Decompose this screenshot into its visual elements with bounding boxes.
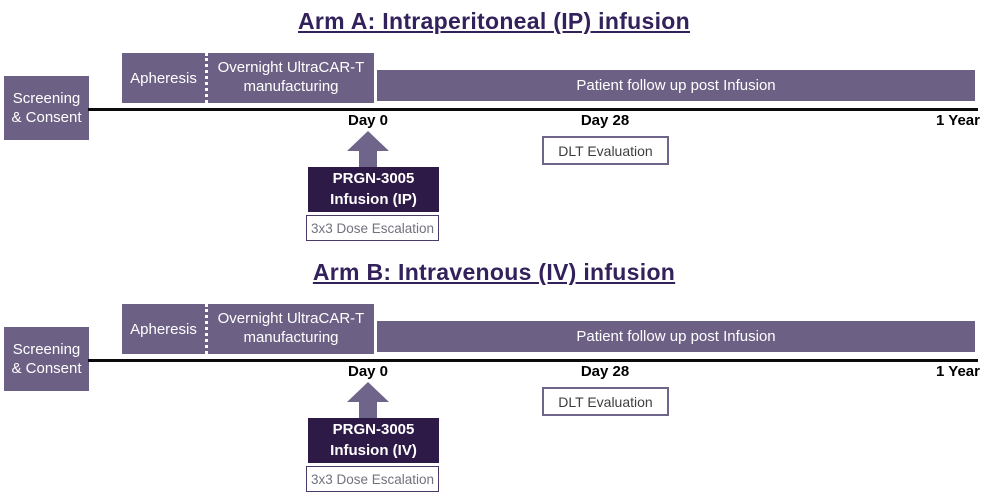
screening-consent-box: Screening & Consent <box>4 327 89 391</box>
one-year-label: 1 Year <box>936 363 980 380</box>
arm-a-section: Arm A: Intraperitoneal (IP) infusion Scr… <box>0 0 988 244</box>
apheresis-manufacturing-bar: Apheresis Overnight UltraCAR-T manufactu… <box>122 53 374 103</box>
dose-escalation-box: 3x3 Dose Escalation <box>306 215 439 241</box>
arm-b-title: Arm B: Intravenous (IV) infusion <box>312 259 676 285</box>
timeline-line <box>88 359 978 362</box>
apheresis-segment: Apheresis <box>130 320 197 338</box>
arm-a-title: Arm A: Intraperitoneal (IP) infusion <box>297 8 691 34</box>
arm-b-section: Arm B: Intravenous (IV) infusion Screeni… <box>0 251 988 495</box>
dlt-evaluation-box: DLT Evaluation <box>542 387 669 416</box>
followup-bar: Patient follow up post Infusion <box>377 321 975 352</box>
prgn-infusion-box: PRGN-3005 Infusion (IP) <box>308 167 439 212</box>
up-arrow-stem <box>359 401 377 419</box>
manufacturing-segment: Overnight UltraCAR-T manufacturing <box>205 53 374 103</box>
day28-label: Day 28 <box>580 112 630 129</box>
day28-label: Day 28 <box>580 363 630 380</box>
prgn-infusion-box: PRGN-3005 Infusion (IV) <box>308 418 439 463</box>
dlt-evaluation-box: DLT Evaluation <box>542 136 669 165</box>
day0-label: Day 0 <box>347 112 389 129</box>
followup-bar: Patient follow up post Infusion <box>377 70 975 101</box>
screening-consent-box: Screening & Consent <box>4 76 89 140</box>
dose-escalation-box: 3x3 Dose Escalation <box>306 466 439 492</box>
timeline-line <box>88 108 978 111</box>
apheresis-segment: Apheresis <box>130 69 197 87</box>
one-year-label: 1 Year <box>936 112 980 129</box>
up-arrow-stem <box>359 150 377 168</box>
up-arrow-icon <box>347 131 389 151</box>
apheresis-manufacturing-bar: Apheresis Overnight UltraCAR-T manufactu… <box>122 304 374 354</box>
day0-label: Day 0 <box>347 363 389 380</box>
up-arrow-icon <box>347 382 389 402</box>
manufacturing-segment: Overnight UltraCAR-T manufacturing <box>205 304 374 354</box>
